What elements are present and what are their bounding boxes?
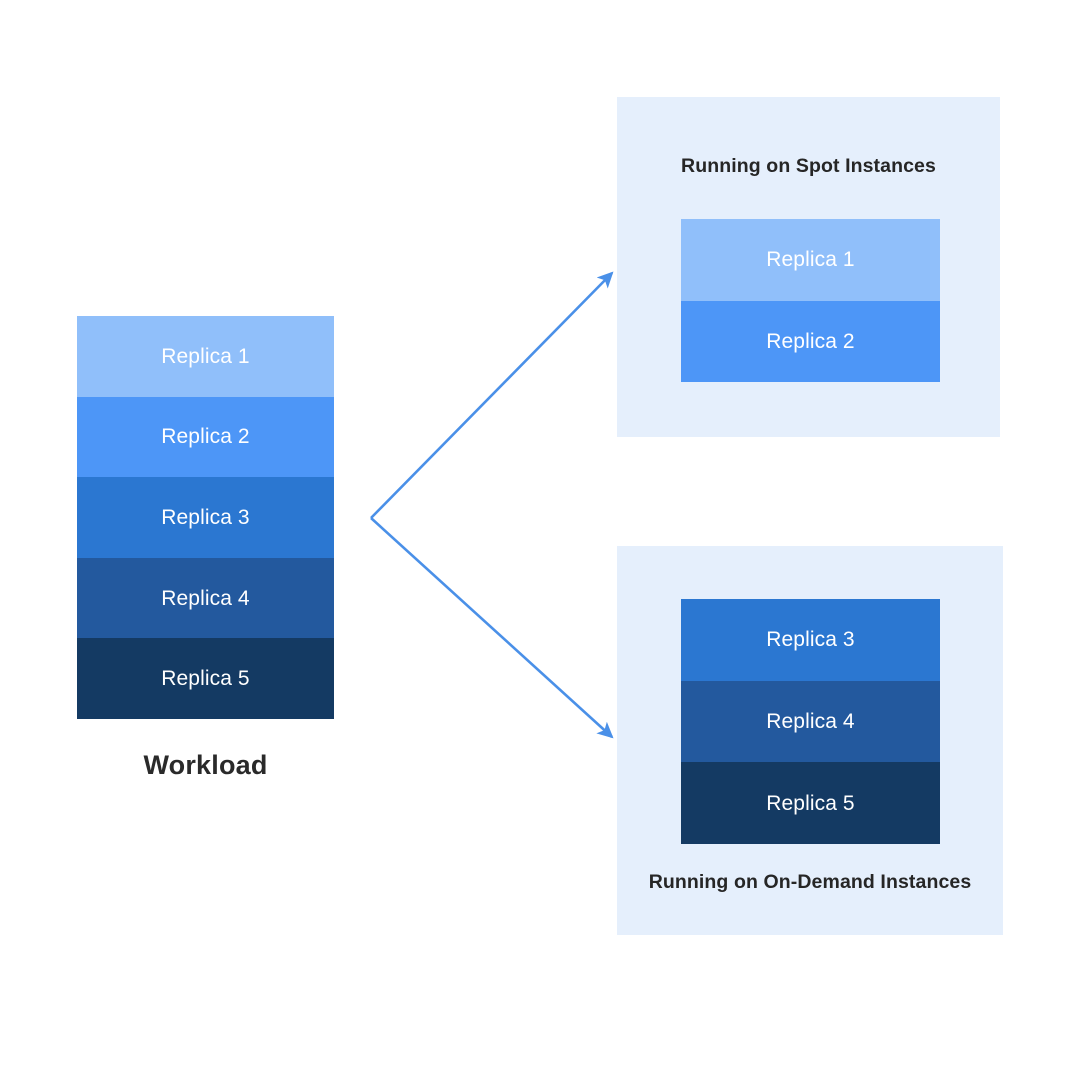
workload-label: Workload — [143, 750, 268, 780]
ondemand-replica-band: Replica 3 — [681, 599, 940, 681]
ondemand-instances-panel: Replica 3 Replica 4 Replica 5 Running on… — [617, 546, 1003, 935]
ondemand-replica-stack: Replica 3 Replica 4 Replica 5 — [681, 599, 940, 845]
spot-replica-band: Replica 1 — [681, 219, 940, 301]
workload-replica-band: Replica 1 — [77, 316, 334, 397]
workload-replica-band: Replica 4 — [77, 557, 334, 639]
spot-instances-panel: Running on Spot Instances Replica 1 Repl… — [617, 97, 1000, 437]
ondemand-replica-band: Replica 5 — [681, 762, 940, 845]
workload-replica-band: Replica 3 — [77, 477, 334, 558]
arrow-to-spot — [370, 271, 614, 519]
ondemand-replica-band: Replica 4 — [681, 680, 940, 763]
spot-panel-heading: Running on Spot Instances — [681, 155, 936, 177]
ondemand-panel-heading: Running on On-Demand Instances — [648, 871, 972, 893]
workload-stack: Replica 1 Replica 2 Replica 3 Replica 4 … — [77, 316, 334, 719]
workload-replica-band: Replica 5 — [77, 638, 334, 719]
spot-replica-band: Replica 2 — [681, 300, 940, 382]
spot-replica-stack: Replica 1 Replica 2 — [681, 219, 940, 382]
workload-replica-band: Replica 2 — [77, 396, 334, 478]
arrow-to-ondemand — [370, 517, 614, 739]
